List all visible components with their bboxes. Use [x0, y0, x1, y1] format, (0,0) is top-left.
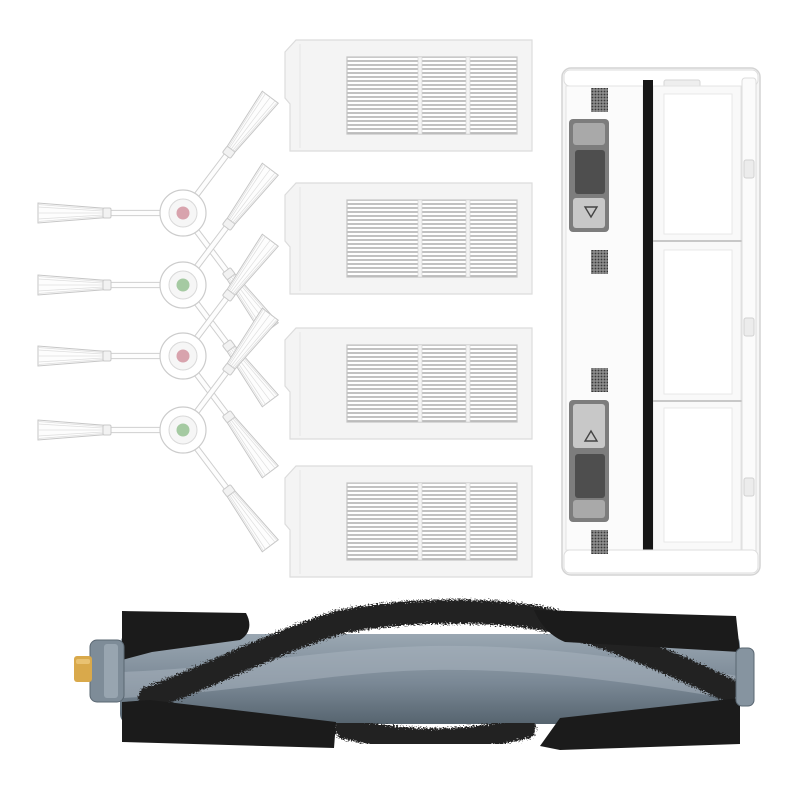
- hepa-filter: [284, 465, 533, 578]
- clip-slider: [575, 454, 605, 498]
- hepa-filter: [284, 182, 533, 295]
- roller-axle-tip-highlight: [76, 659, 90, 664]
- cover-rail-notch: [743, 477, 755, 497]
- roller-end-cap: [735, 647, 755, 707]
- cover-window: [663, 249, 733, 395]
- main-roller-brush: [74, 599, 755, 751]
- roller-flap: [540, 698, 740, 750]
- arrow-down-icon: [583, 206, 599, 219]
- side-brush: [37, 233, 279, 479]
- side-brush: [37, 90, 279, 336]
- roller-flap: [122, 611, 250, 660]
- filter-divider: [465, 56, 471, 135]
- side-brush-center-dot: [176, 278, 190, 292]
- filter-divider: [465, 482, 471, 561]
- filter-divider: [465, 199, 471, 278]
- filter-pleats: [346, 482, 518, 561]
- hepa-filter: [284, 39, 533, 152]
- roller-flap: [122, 700, 336, 748]
- clip-slider: [575, 150, 605, 194]
- cover-grip-pad: [591, 88, 608, 112]
- cover-bottom-bar: [563, 549, 759, 574]
- roller-end-cap-ring: [104, 644, 118, 698]
- cover-window: [663, 407, 733, 543]
- cover-top-bar: [563, 69, 759, 87]
- roller-flap: [534, 610, 740, 652]
- filter-divider: [417, 56, 423, 135]
- roller-helix-highlight: [122, 645, 738, 700]
- cover-clip: [569, 119, 609, 232]
- cover-window: [663, 93, 733, 235]
- cover-grip-pad: [591, 250, 608, 274]
- cover-clip-tab: [573, 500, 605, 518]
- cover-rail-notch: [743, 317, 755, 337]
- brush-cover: [561, 67, 761, 576]
- filter-pleats: [346, 199, 518, 278]
- filter-divider: [417, 199, 423, 278]
- filter-divider: [465, 344, 471, 423]
- side-brush: [37, 307, 279, 553]
- filter-pleats: [346, 344, 518, 423]
- hepa-filter: [284, 327, 533, 440]
- cover-grip-pad: [591, 368, 608, 392]
- filter-divider: [417, 344, 423, 423]
- filter-pleats: [346, 56, 518, 135]
- side-brush-center-dot: [176, 206, 190, 220]
- cover-clip: [569, 400, 609, 522]
- cover-grip-pad: [591, 530, 608, 554]
- side-brush: [37, 162, 279, 408]
- side-brush-center-dot: [176, 349, 190, 363]
- cover-seam: [643, 80, 653, 560]
- cover-clip-base: [573, 404, 605, 448]
- arrow-up-icon: [583, 429, 599, 442]
- roller-bristles: [138, 599, 740, 710]
- side-brush-center-dot: [176, 423, 190, 437]
- cover-clip-tab: [573, 123, 605, 145]
- roller-bristles: [334, 717, 536, 751]
- cover-rail-notch: [743, 159, 755, 179]
- filter-divider: [417, 482, 423, 561]
